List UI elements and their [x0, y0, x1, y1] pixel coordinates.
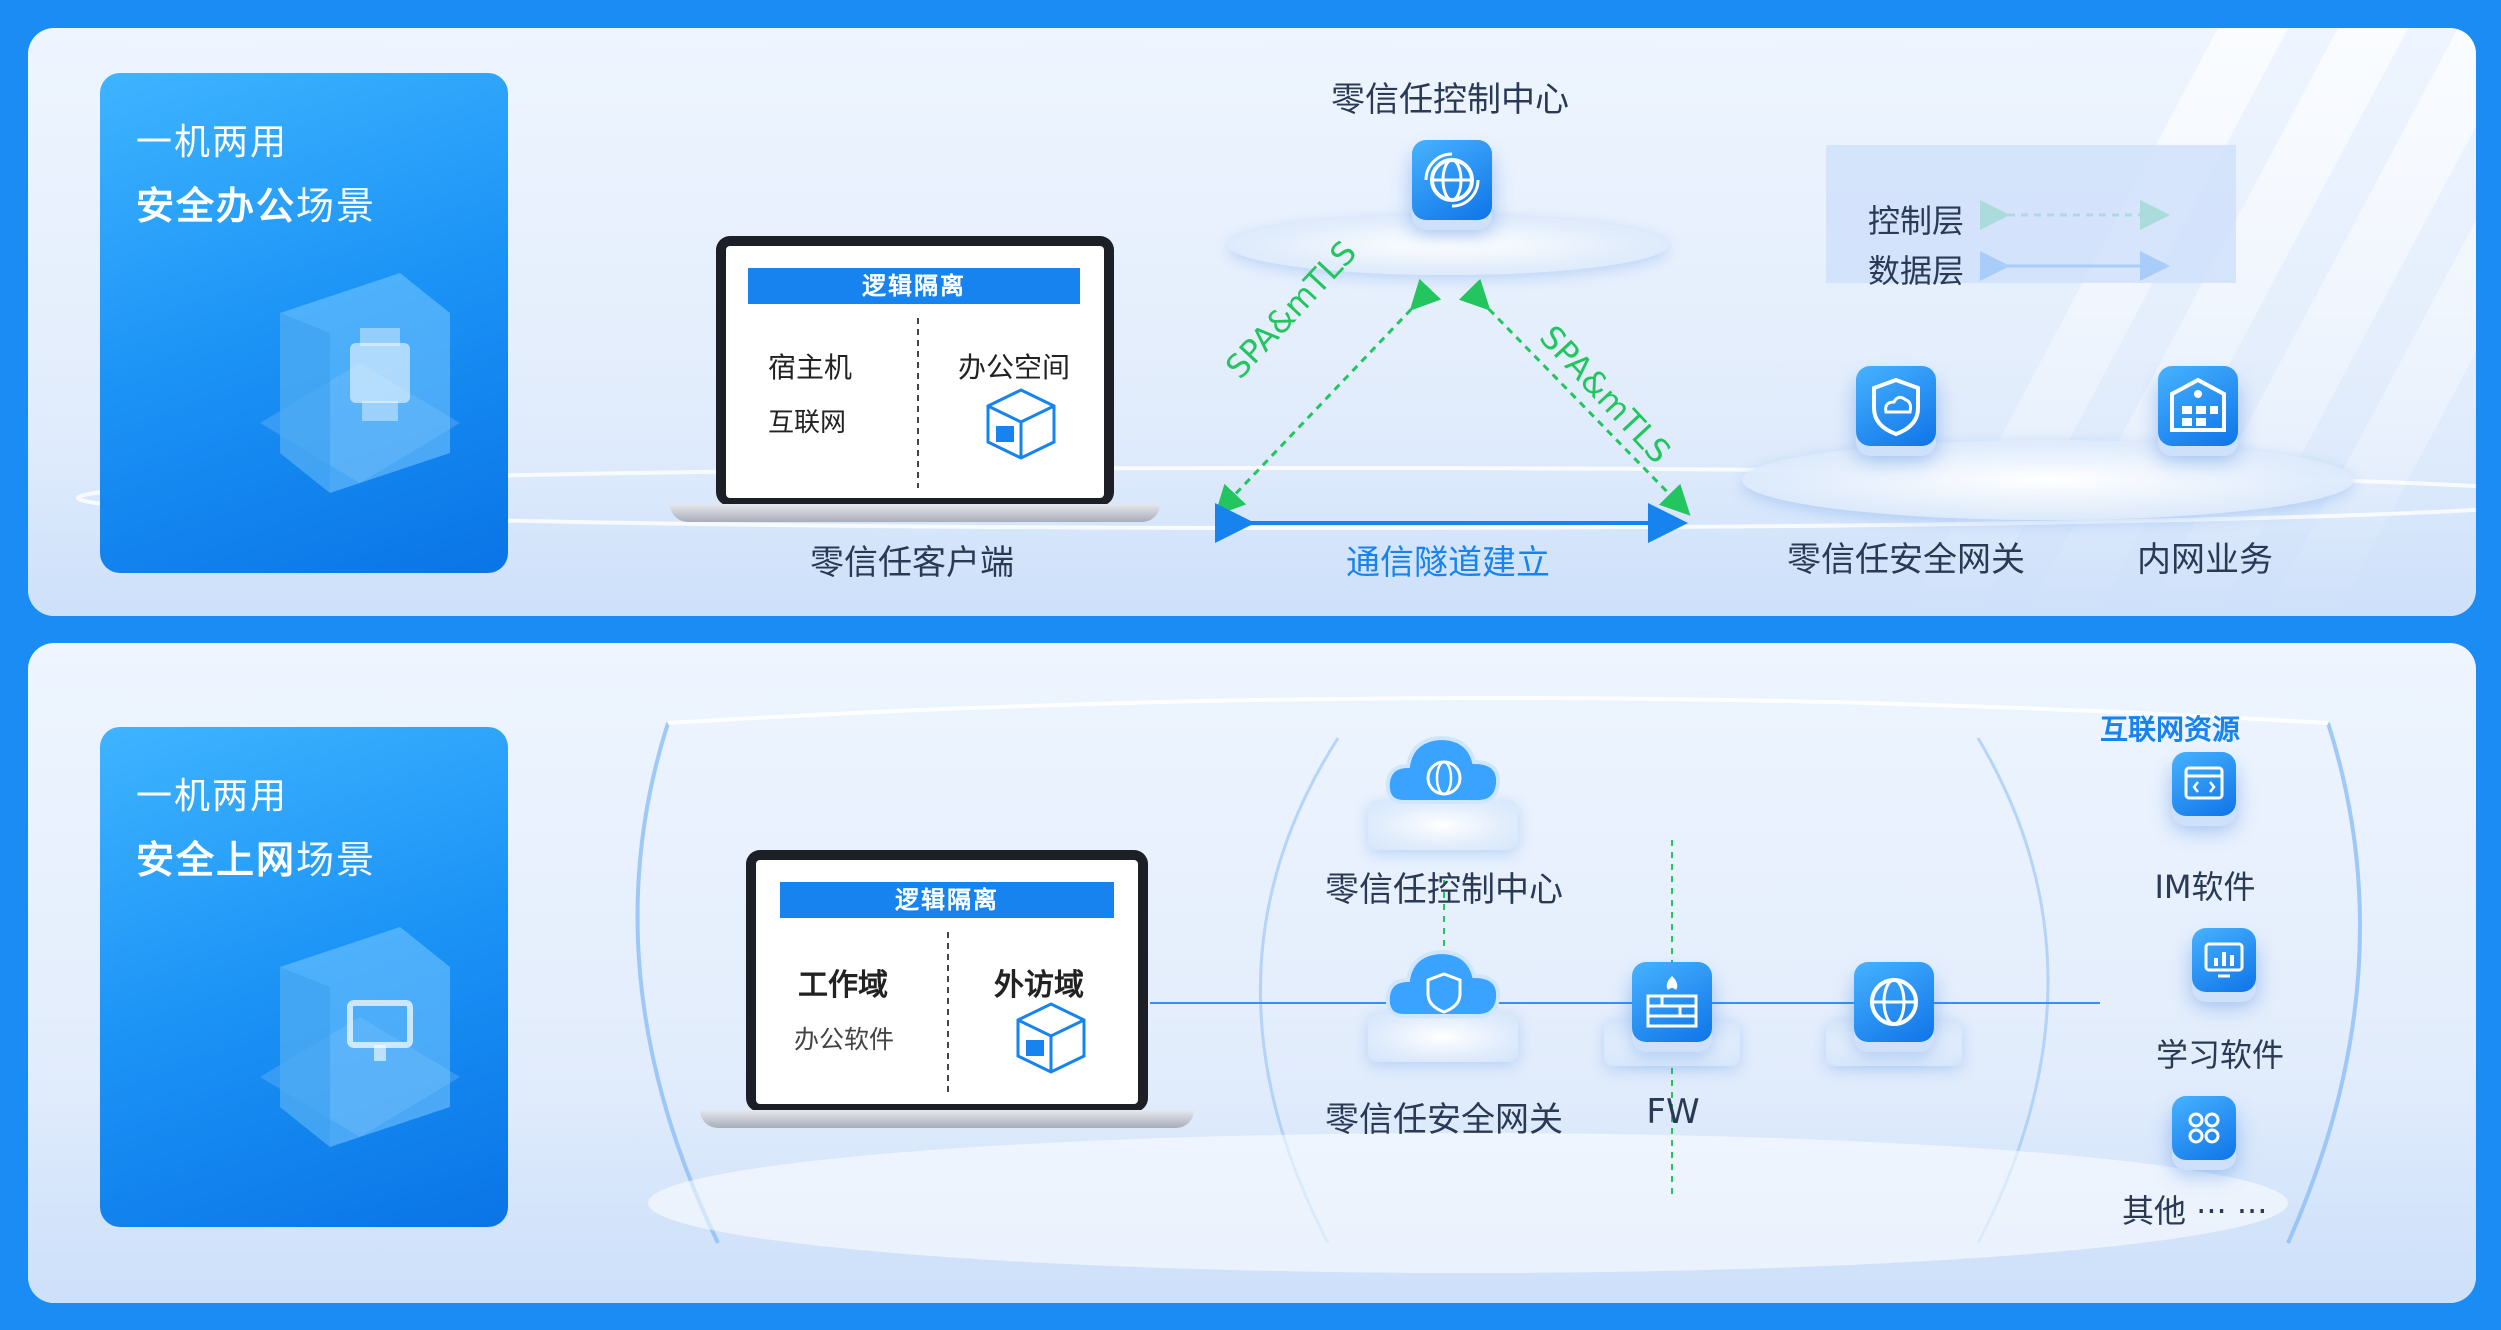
work-domain-label: 工作域 — [798, 968, 888, 1003]
im-software-label: IM软件 — [2154, 868, 2256, 906]
tunnel-label: 通信隧道建立 — [1346, 543, 1550, 583]
top-laptop-base — [670, 504, 1160, 522]
fw-label: FW — [1646, 1092, 1700, 1132]
scenario-card-internet: 一机两用 安全上网场景 — [100, 727, 508, 1227]
chart-screen-icon — [2192, 928, 2256, 992]
printer-monitor-icon — [260, 273, 460, 493]
internet-label: 互联网 — [768, 408, 847, 438]
top-control-center-label: 零信任控制中心 — [1331, 80, 1569, 120]
globe-icon — [1412, 140, 1492, 220]
top-laptop-screen: 逻辑隔离 宿主机 互联网 办公空间 — [716, 236, 1114, 506]
intranet-label: 内网业务 — [2137, 540, 2273, 580]
bottom-control-center-label: 零信任控制中心 — [1325, 870, 1563, 910]
legend-box — [1826, 145, 2236, 283]
apps-grid-icon — [2172, 1096, 2236, 1160]
internet-resources-title: 互联网资源 — [2100, 713, 2241, 746]
cloud-stack — [1368, 800, 1518, 850]
scenario-title-line2: 安全办公场景 — [136, 184, 377, 228]
code-window-icon — [2172, 752, 2236, 816]
monitor-icon — [260, 927, 460, 1147]
gateway-platform — [1742, 440, 2354, 520]
gateway-stack — [1368, 1012, 1518, 1062]
cloud-globe-icon — [1385, 735, 1501, 804]
logical-isolation-bar: 逻辑隔离 — [780, 882, 1114, 918]
host-label: 宿主机 — [768, 351, 853, 384]
scenario-title-line2: 安全上网场景 — [136, 838, 377, 882]
bottom-laptop-screen: 逻辑隔离 工作域 办公软件 外访域 — [746, 850, 1148, 1112]
cube-icon — [986, 388, 1056, 460]
isolation-divider — [947, 932, 949, 1092]
external-domain-label: 外访域 — [994, 968, 1084, 1003]
shield-cloud-icon — [1856, 366, 1936, 446]
scenario-card-office: 一机两用 安全办公场景 — [100, 73, 508, 573]
cube-icon — [1016, 1002, 1086, 1074]
internet-globe-icon — [1854, 962, 1934, 1042]
study-software-label: 学习软件 — [2155, 1036, 2285, 1074]
scenario-title-line1: 一机两用 — [136, 776, 289, 817]
other-label: 其他 ··· ··· — [2122, 1192, 2268, 1230]
firewall-icon — [1632, 962, 1712, 1042]
top-gateway-label: 零信任安全网关 — [1787, 540, 2025, 580]
office-space-label: 办公空间 — [958, 351, 1071, 384]
client-label: 零信任客户端 — [810, 543, 1014, 583]
logical-isolation-bar: 逻辑隔离 — [748, 268, 1080, 304]
bottom-laptop-base — [700, 1110, 1194, 1128]
control-center-platform — [1228, 215, 1668, 275]
legend-data-layer: 数据层 — [1868, 252, 1965, 290]
office-software-label: 办公软件 — [794, 1025, 895, 1054]
bottom-gateway-label: 零信任安全网关 — [1325, 1100, 1563, 1140]
legend-control-layer: 控制层 — [1868, 202, 1965, 240]
scenario-title-line1: 一机两用 — [136, 122, 289, 163]
cloud-shield-icon — [1385, 949, 1501, 1018]
building-icon — [2158, 366, 2238, 446]
stage-arcs — [635, 696, 2362, 1273]
